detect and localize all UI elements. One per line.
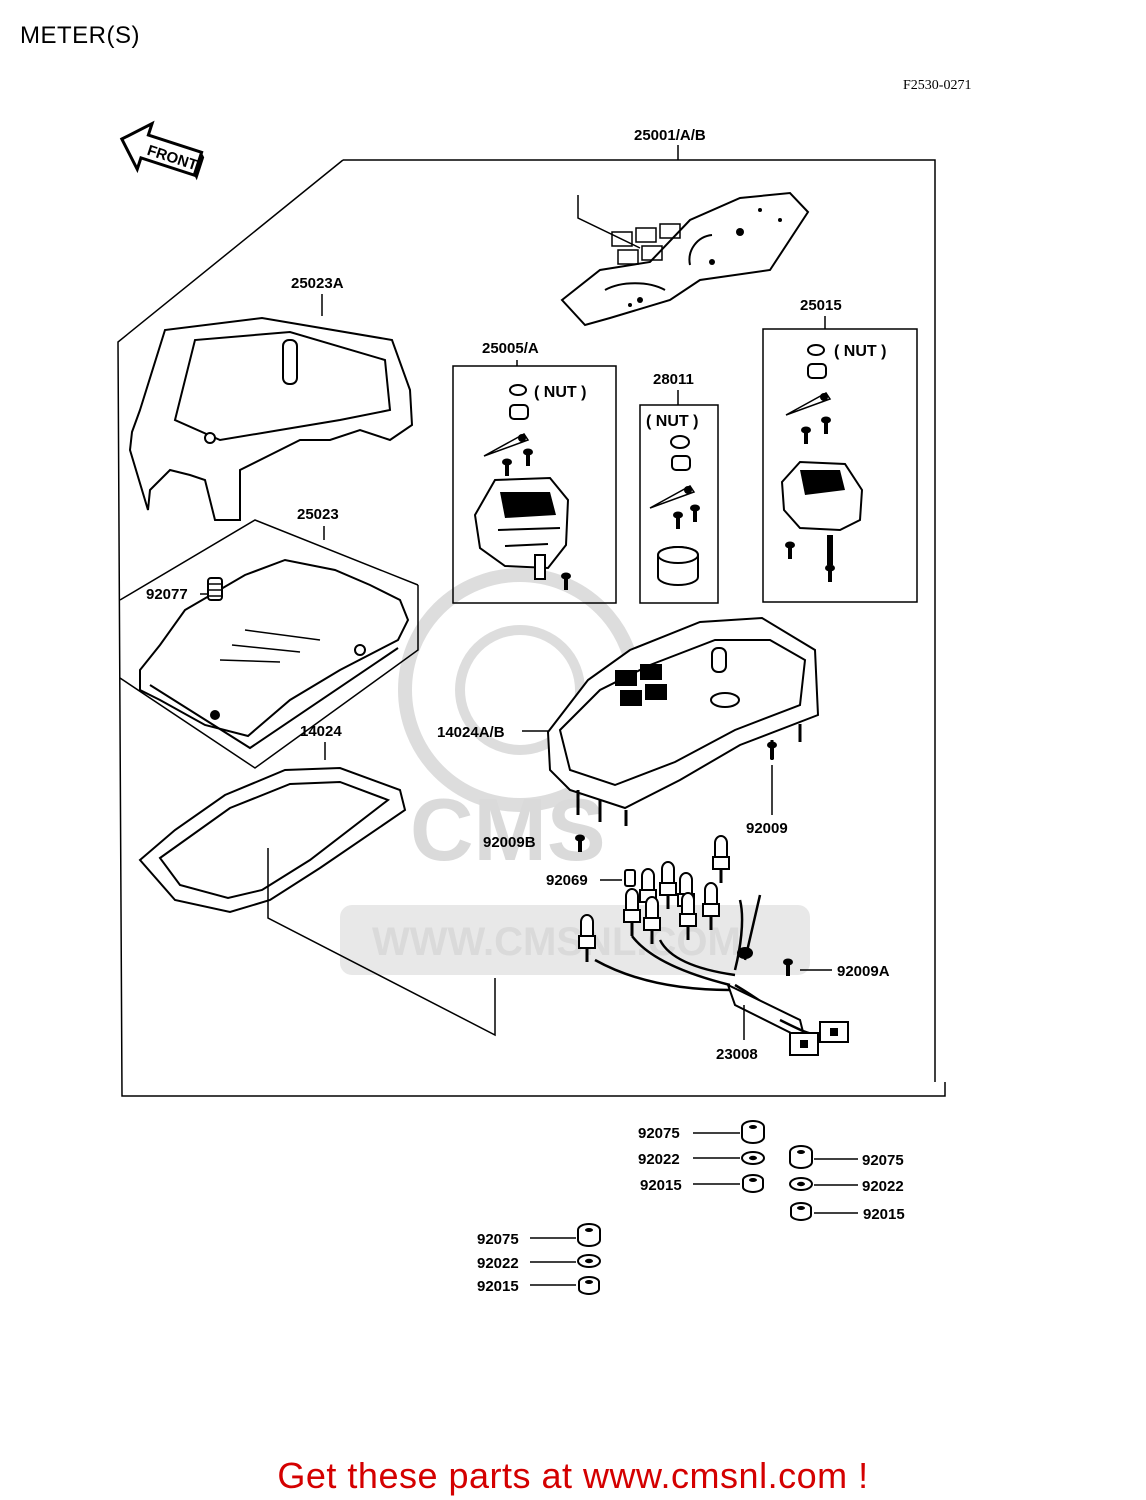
label-92009B: 92009B [483, 834, 536, 851]
leader-lines [267, 848, 496, 1037]
label-25005: 25005/A [482, 340, 539, 357]
label-g3-92075: 92075 [477, 1231, 519, 1248]
label-92069: 92069 [546, 872, 588, 889]
label-23008: 23008 [716, 1046, 758, 1063]
label-25001: 25001/A/B [634, 127, 706, 144]
page-title: METER(S) [20, 22, 140, 49]
label-92077: 92077 [146, 586, 188, 603]
label-g3-92015: 92015 [477, 1278, 519, 1295]
diagram-reference: F2530-0271 [903, 78, 972, 93]
nut-label-speedometer: ( NUT ) [834, 343, 886, 360]
watermark-cms: CMS [410, 780, 606, 879]
parts-diagram: CMS WWW.CMSNL.COM FRONT 25001/A/B 25023A [117, 120, 946, 1295]
label-g1-92075: 92075 [638, 1125, 680, 1142]
screw-92009 [767, 741, 777, 759]
gauge-unit-28011: ( NUT ) [646, 413, 700, 586]
label-25023: 25023 [297, 506, 339, 523]
label-g2-92015: 92015 [863, 1206, 905, 1223]
speedometer-unit: ( NUT ) [780, 343, 886, 582]
tachometer-unit: ( NUT ) [473, 384, 586, 590]
mounting-group-3: 92075 92022 92015 [477, 1223, 601, 1295]
nut-label-28011: ( NUT ) [646, 413, 698, 430]
mounting-group-2: 92075 92022 92015 [789, 1145, 905, 1223]
label-25023A: 25023A [291, 275, 344, 292]
label-g1-92015: 92015 [640, 1177, 682, 1194]
meter-case [546, 616, 820, 826]
label-g1-92022: 92022 [638, 1151, 680, 1168]
mounting-group-1: 92075 92022 92015 [638, 1120, 765, 1194]
label-92009: 92009 [746, 820, 788, 837]
dial-face-plate [560, 191, 810, 327]
gasket [138, 766, 407, 914]
meter-lens [139, 558, 410, 750]
label-14024: 14024 [300, 723, 342, 740]
label-g3-92022: 92022 [477, 1255, 519, 1272]
meter-cover [128, 316, 414, 521]
label-14024AB: 14024A/B [437, 724, 505, 741]
grommet-92077 [207, 577, 223, 601]
front-arrow-icon: FRONT [119, 120, 205, 181]
assembly-frame [117, 145, 946, 1097]
wiring-harness [577, 834, 849, 1056]
label-25015: 25015 [800, 297, 842, 314]
lens-frame [119, 519, 419, 769]
label-28011: 28011 [653, 371, 694, 388]
label-92009A: 92009A [837, 963, 890, 980]
nut-label-tachometer: ( NUT ) [534, 384, 586, 401]
cta-link[interactable]: Get these parts at www.cmsnl.com ! [277, 1455, 869, 1496]
label-g2-92075: 92075 [862, 1152, 904, 1169]
label-g2-92022: 92022 [862, 1178, 904, 1195]
watermark-text: WWW.CMSNL.COM [372, 920, 741, 964]
